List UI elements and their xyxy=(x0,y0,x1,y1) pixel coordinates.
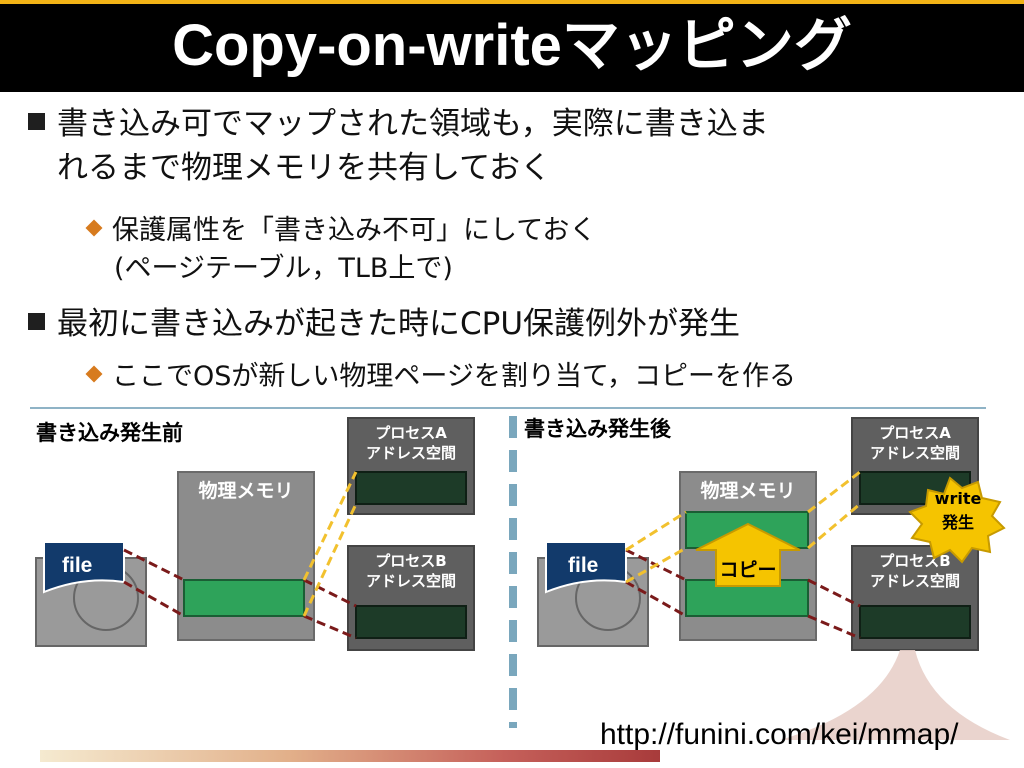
after-process-a-mapping-lines xyxy=(625,470,861,584)
before-process-a-mapping-lines xyxy=(302,471,358,617)
source-url[interactable]: http://funini.com/kei/mmap/ xyxy=(600,718,959,751)
copy-arrow-icon xyxy=(695,522,801,587)
bullet-2: 保護属性を「書き込み不可」にしておく (ページテーブル，TLB上で) xyxy=(85,212,1008,288)
after-process-b-page xyxy=(859,605,971,639)
bullet-2-line-2: (ページテーブル，TLB上で) xyxy=(114,253,453,284)
diamond-bullet-icon xyxy=(85,219,103,237)
title-bar xyxy=(0,0,1024,92)
before-after-separator xyxy=(509,416,517,728)
before-process-b-label-2: アドレス空間 xyxy=(366,572,456,590)
slide-title: Copy-on-writeマッピング xyxy=(172,13,852,78)
before-process-b-page xyxy=(355,605,467,639)
square-bullet-icon xyxy=(28,113,45,130)
bullet-1-line-2: れるまで物理メモリを共有しておく xyxy=(57,150,552,186)
section-divider xyxy=(30,407,986,409)
bullet-3: 最初に書き込みが起きた時にCPU保護例外が発生 xyxy=(28,302,1003,346)
before-process-a-label-1: プロセスA xyxy=(375,424,447,442)
bullet-1: 書き込み可でマップされた領域も，実際に書き込ま れるまで物理メモリを共有しておく xyxy=(28,102,1003,190)
before-process-b-label-1: プロセスB xyxy=(375,552,446,570)
bullet-4: ここでOSが新しい物理ページを割り当て，コピーを作る xyxy=(85,358,1008,396)
bullet-1-line-1: 書き込み可でマップされた領域も，実際に書き込ま xyxy=(57,106,769,142)
before-physical-memory-label: 物理メモリ xyxy=(198,479,293,502)
write-badge-line-1: write xyxy=(935,489,982,508)
cow-diagram: 書き込み発生前 file 物理メモリ プロセスA アドレス空間 プロセスB アド… xyxy=(35,417,1010,740)
before-file-mapping-lines xyxy=(123,548,357,640)
write-badge-line-2: 発生 xyxy=(941,513,974,532)
write-event-badge-icon xyxy=(908,476,1006,564)
diamond-bullet-icon xyxy=(85,365,103,383)
bullet-3-line-1: 最初に書き込みが起きた時にCPU保護例外が発生 xyxy=(57,306,741,342)
after-physical-memory-label: 物理メモリ xyxy=(700,479,795,502)
footer-gradient-bar xyxy=(40,750,660,762)
copy-label: コピー xyxy=(719,559,776,581)
before-process-a-page xyxy=(355,471,467,505)
bullet-4-line-1: ここでOSが新しい物理ページを割り当て，コピーを作る xyxy=(112,361,796,392)
after-process-b-label-2: アドレス空間 xyxy=(870,572,960,590)
after-file-icon xyxy=(545,541,627,594)
before-shared-page xyxy=(183,579,305,617)
after-process-a-label-2: アドレス空間 xyxy=(870,444,960,462)
before-heading: 書き込み発生前 xyxy=(36,421,183,445)
before-process-a-label-2: アドレス空間 xyxy=(366,444,456,462)
after-process-a-label-1: プロセスA xyxy=(879,424,951,442)
bullet-2-line-1: 保護属性を「書き込み不可」にしておく xyxy=(112,215,597,246)
before-file-label: file xyxy=(62,554,92,577)
after-heading: 書き込み発生後 xyxy=(524,417,672,441)
after-file-label: file xyxy=(568,554,598,577)
callout-cone xyxy=(780,650,1010,740)
before-file-icon xyxy=(43,541,125,594)
square-bullet-icon xyxy=(28,313,45,330)
